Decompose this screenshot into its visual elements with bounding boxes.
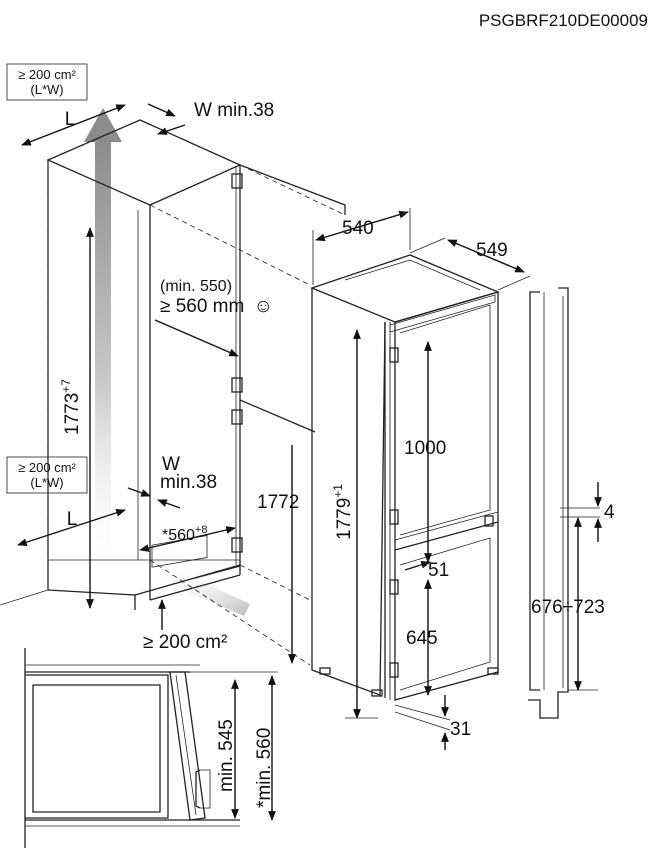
dimension-min-560-star: *min. 560 <box>254 675 276 821</box>
dimension-1779: 1779+1 <box>331 329 378 719</box>
dimension-niche-height: 1773+7 <box>59 227 94 609</box>
dimension-depth-560: *560+8 <box>139 524 236 552</box>
label-niche-height: 1773 <box>62 393 83 435</box>
door-detail <box>24 648 278 848</box>
dimension-vent-bottom: ≥ 200 cm² <box>143 599 227 653</box>
label-1779: 1779 <box>334 498 355 540</box>
label-min-545: min. 545 <box>216 719 237 792</box>
svg-text:≥ 560 mm ☺: ≥ 560 mm ☺ <box>160 296 273 317</box>
projection-lines <box>47 160 346 666</box>
dimension-1000: 1000 <box>404 341 446 563</box>
label-645: 645 <box>406 628 438 649</box>
vent-box-lower-line1: ≥ 200 cm² <box>18 460 76 475</box>
dimension-645: 645 <box>406 579 438 696</box>
svg-text:1773+7: 1773+7 <box>59 379 83 435</box>
label-51: 51 <box>428 560 449 581</box>
label-vent-bottom: ≥ 200 cm² <box>143 632 227 653</box>
dimension-540: 540 <box>312 208 411 285</box>
vent-box-top-line1: ≥ 200 cm² <box>18 67 76 82</box>
dimension-676-723: 676÷723 <box>531 517 605 691</box>
dimension-4: 4 <box>560 482 615 542</box>
label-min-560-star: *min. 560 <box>254 728 275 808</box>
label-W-min-top: W min.38 <box>194 100 274 121</box>
label-min-560: ≥ 560 mm <box>160 296 244 317</box>
dimension-51: 51 <box>404 560 449 581</box>
vent-box-top-line2: (L*W) <box>30 82 63 97</box>
cabinet-niche <box>0 119 243 610</box>
dimension-W-lower: W min.38 <box>127 454 217 509</box>
label-W-lower: W <box>162 454 180 475</box>
dimension-1772: 1772 <box>257 445 299 664</box>
document-code: PSGBRF210DE00009 <box>479 11 648 30</box>
svg-text:1779+1: 1779+1 <box>331 484 355 540</box>
label-540: 540 <box>342 218 374 239</box>
dimension-W-top: W min.38 <box>147 100 274 135</box>
label-676-723: 676÷723 <box>531 597 605 618</box>
label-1772: 1772 <box>257 492 299 513</box>
dimension-L-top: L <box>21 104 126 146</box>
label-W-min-lower: min.38 <box>160 472 217 493</box>
dimension-L-lower: L <box>17 509 126 546</box>
dimension-31: 31 <box>394 695 471 750</box>
label-L-lower: L <box>67 509 78 530</box>
airflow-arrow-bottom <box>160 566 250 616</box>
vent-box-lower-line2: (L*W) <box>30 475 63 490</box>
smiley-icon: ☺ <box>254 296 273 317</box>
dimension-min-545: min. 545 <box>216 679 239 819</box>
label-1000: 1000 <box>404 438 446 459</box>
label-L-top: L <box>65 109 76 130</box>
label-31: 31 <box>450 719 471 740</box>
label-niche-height-sup: +7 <box>59 379 73 393</box>
label-549: 549 <box>476 240 508 261</box>
dimension-549: 549 <box>409 237 531 291</box>
label-min-550: (min. 550) <box>160 278 232 295</box>
dimension-door-distance: (min. 550) ≥ 560 mm ☺ <box>154 278 273 357</box>
label-1779-sup: +1 <box>331 484 345 498</box>
vent-area-box-lower: ≥ 200 cm² (L*W) <box>6 456 88 494</box>
svg-text:*560+8: *560+8 <box>162 524 207 544</box>
vent-area-box-top: ≥ 200 cm² (L*W) <box>6 63 88 101</box>
label-4: 4 <box>604 502 615 523</box>
appliance-fridge <box>310 254 500 701</box>
side-profile <box>528 287 569 719</box>
